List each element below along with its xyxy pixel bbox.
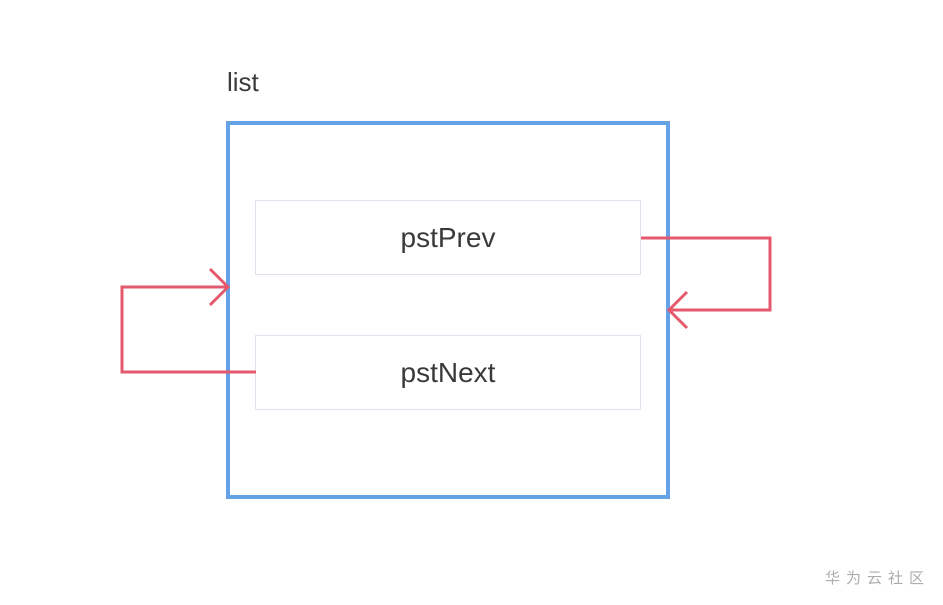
list-node-container: [226, 121, 670, 499]
field-pstprev-label: pstPrev: [400, 221, 496, 253]
pstprev-loop-arrowhead: [666, 290, 689, 330]
field-pstnext: pstNext: [255, 335, 641, 410]
watermark: 华为云社区: [824, 570, 930, 587]
field-pstnext-label: pstNext: [400, 356, 496, 388]
field-pstprev: pstPrev: [255, 200, 641, 275]
list-label: list: [227, 67, 259, 97]
